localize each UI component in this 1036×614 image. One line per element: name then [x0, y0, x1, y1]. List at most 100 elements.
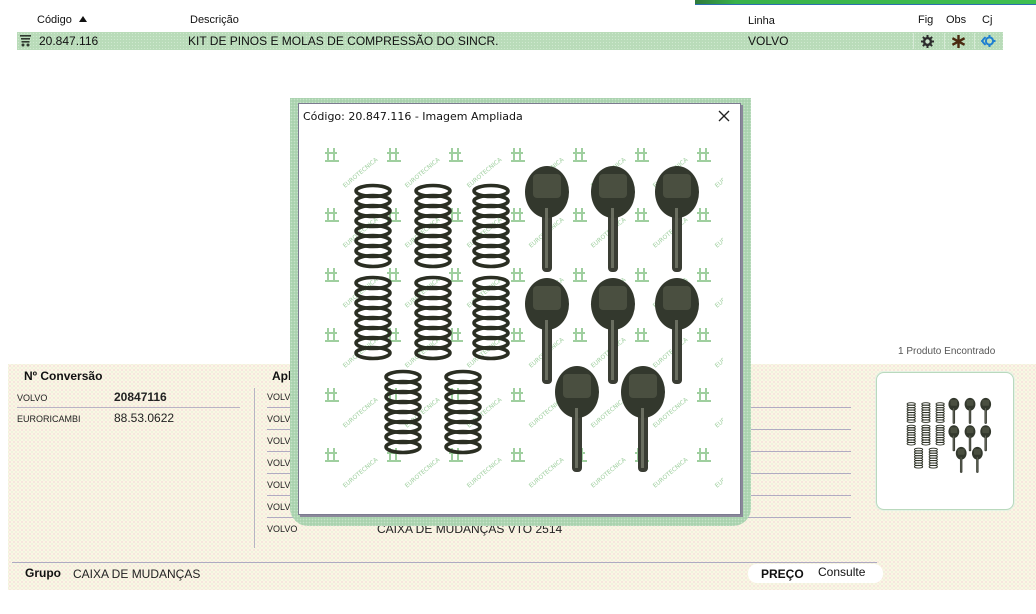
column-header-codigo[interactable]: Código: [37, 14, 87, 26]
watermark-text: EUROTECNICA: [342, 396, 380, 430]
application-brand: VOLVO: [267, 502, 298, 512]
watermark-logo-icon: [387, 268, 401, 282]
cart-icon[interactable]: [20, 35, 31, 47]
watermark-text: EUROTECNICA: [714, 456, 723, 490]
watermark-logo-icon: [449, 208, 463, 222]
column-header-descricao[interactable]: Descrição: [190, 14, 239, 26]
product-enlarged-image: EUROTECNICA EUROTECNICA EUROTECNICA EUROTEC…: [325, 148, 723, 490]
spring-part: [913, 447, 924, 469]
watermark-logo-icon: [511, 268, 525, 282]
watermark-logo-icon: [511, 448, 525, 462]
watermark-text: EUROTECNICA: [466, 336, 504, 370]
result-linha: VOLVO: [748, 34, 789, 48]
cj-button[interactable]: [974, 33, 1002, 49]
modal-title: Código: 20.847.116 - Imagem Ampliada: [303, 110, 523, 123]
application-brand: VOLVO: [267, 480, 298, 490]
conversion-row: EURORICAMBI 88.53.0622: [17, 409, 240, 429]
product-thumbnail-image: [906, 397, 992, 473]
spring-part: [472, 183, 510, 269]
result-row[interactable]: 20.847.116 KIT DE PINOS E MOLAS DE COMPR…: [17, 32, 1003, 50]
gear-icon: [921, 34, 934, 48]
cycle-icon: [981, 35, 996, 47]
watermark-logo-icon: [635, 208, 649, 222]
application-brand: VOLVO: [267, 392, 298, 402]
watermark-logo-icon: [573, 148, 587, 162]
watermark-text: EUROTECNICA: [714, 216, 723, 250]
column-header-cj: Cj: [982, 14, 993, 26]
column-header-linha[interactable]: Linha: [748, 15, 775, 27]
watermark-logo-icon: [325, 208, 339, 222]
watermark-logo-icon: [697, 448, 711, 462]
price-value: Consulte: [818, 565, 866, 579]
pin-part: [525, 278, 569, 384]
conversion-brand: VOLVO: [17, 393, 48, 403]
conversion-number: 88.53.0622: [114, 411, 175, 425]
pin-part: [948, 397, 960, 424]
watermark-logo-icon: [325, 268, 339, 282]
spring-part: [928, 447, 938, 469]
watermark-logo-icon: [635, 328, 649, 342]
spring-part: [354, 183, 392, 269]
watermark-logo-icon: [697, 208, 711, 222]
pin-part: [948, 425, 960, 452]
spring-part: [906, 402, 916, 423]
watermark-text: EUROTECNICA: [652, 456, 690, 490]
results-header: Código Descrição Linha Fig Obs Cj: [0, 14, 1036, 30]
conversion-number: 20847116: [114, 390, 167, 404]
spring-part: [444, 369, 482, 455]
watermark-logo-icon: [449, 148, 463, 162]
watermark-logo-icon: [697, 328, 711, 342]
watermark-logo-icon: [573, 328, 587, 342]
pin-part: [964, 397, 976, 424]
watermark-logo-icon: [573, 208, 587, 222]
spring-part: [921, 402, 931, 423]
obs-button[interactable]: [944, 33, 972, 49]
result-descricao: KIT DE PINOS E MOLAS DE COMPRESSÃO DO SI…: [188, 34, 499, 48]
watermark-logo-icon: [387, 208, 401, 222]
footer-divider: [12, 562, 877, 563]
watermark-text: EUROTECNICA: [404, 456, 442, 490]
application-brand: VOLVO: [267, 414, 298, 424]
result-codigo[interactable]: 20.847.116: [39, 34, 99, 48]
products-found-count: 1 Produto Encontrado: [898, 346, 996, 357]
grupo-label: Grupo: [25, 566, 61, 580]
spring-part: [935, 402, 945, 423]
watermark-logo-icon: [325, 148, 339, 162]
pin-part: [655, 166, 699, 272]
watermark-text: EUROTECNICA: [714, 156, 723, 190]
column-header-fig: Fig: [918, 14, 934, 26]
watermark-text: EUROTECNICA: [342, 456, 380, 490]
spring-part: [384, 369, 422, 455]
watermark-logo-icon: [511, 388, 525, 402]
spring-part: [935, 424, 945, 446]
pin-part: [955, 446, 967, 473]
watermark-logo-icon: [635, 268, 649, 282]
watermark-text: EUROTECNICA: [404, 336, 442, 370]
watermark-logo-icon: [697, 268, 711, 282]
panel-divider: [254, 388, 255, 548]
sort-ascending-icon: [78, 16, 87, 22]
watermark-text: EUROTECNICA: [590, 456, 628, 490]
watermark-logo-icon: [449, 268, 463, 282]
column-header-codigo-label: Código: [37, 14, 72, 26]
watermark-logo-icon: [387, 148, 401, 162]
asterisk-icon: [952, 34, 965, 48]
pin-part: [655, 278, 699, 384]
price-pill: [748, 564, 883, 583]
watermark-logo-icon: [697, 388, 711, 402]
watermark-logo-icon: [325, 448, 339, 462]
watermark-logo-icon: [573, 268, 587, 282]
watermark-logo-icon: [511, 148, 525, 162]
conversion-row: VOLVO 20847116: [17, 388, 240, 408]
grupo-value: CAIXA DE MUDANÇAS: [73, 567, 201, 581]
spring-part: [472, 275, 510, 361]
watermark-logo-icon: [511, 208, 525, 222]
close-icon[interactable]: [717, 109, 731, 123]
pin-part: [964, 425, 976, 452]
watermark-text: EUROTECNICA: [714, 276, 723, 310]
pin-part: [591, 278, 635, 384]
spring-part: [354, 275, 392, 361]
product-thumbnail[interactable]: [876, 372, 1014, 510]
fig-button[interactable]: [913, 33, 941, 49]
watermark-logo-icon: [697, 148, 711, 162]
